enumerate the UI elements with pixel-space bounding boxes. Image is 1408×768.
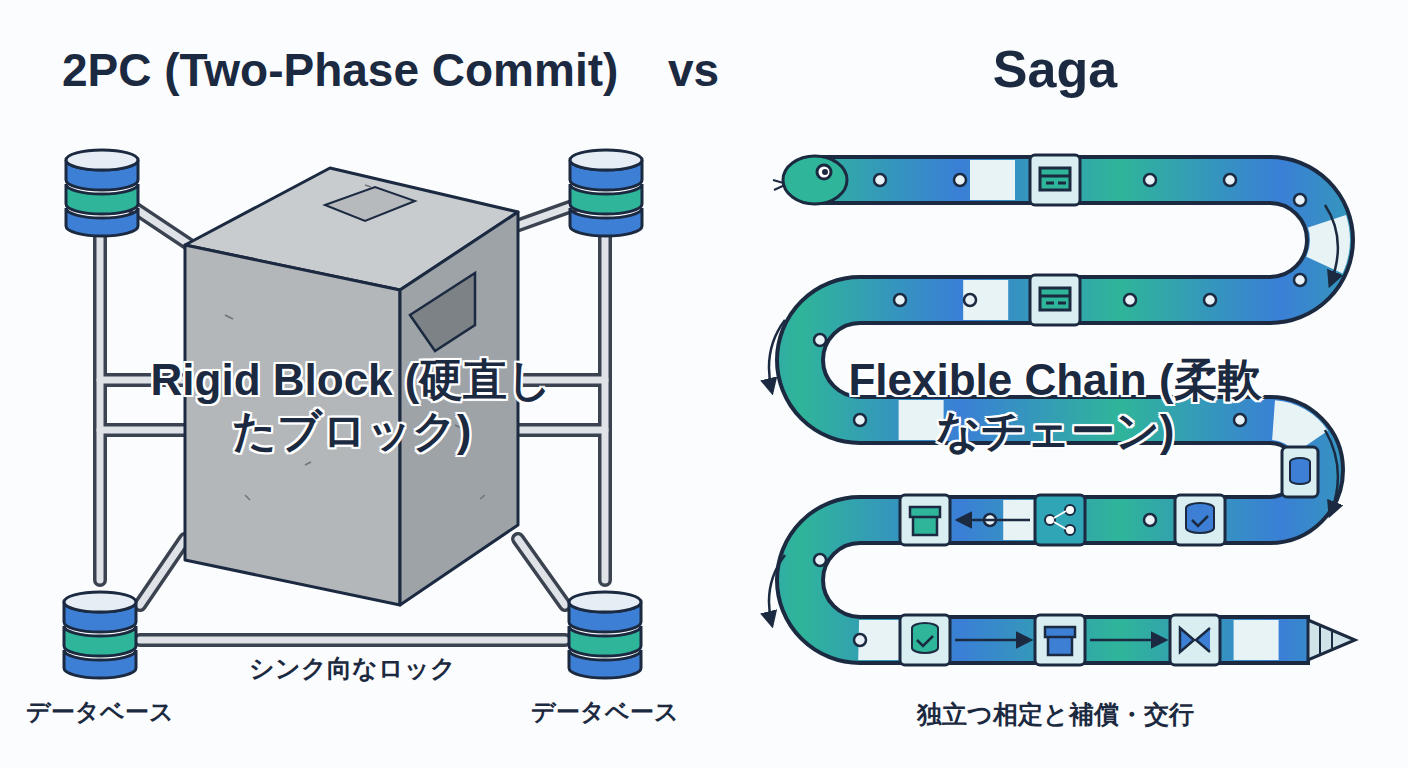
step-icon xyxy=(1040,168,1070,190)
step-icon xyxy=(1170,615,1220,665)
pipe xyxy=(97,230,104,580)
flow-arrow xyxy=(958,519,1030,522)
snake-head xyxy=(817,165,831,179)
pipe xyxy=(598,230,612,580)
chain-link xyxy=(1124,294,1136,306)
flow-arrow xyxy=(769,555,785,625)
heading: 2PC (Two-Phase Commit) xyxy=(62,44,662,97)
chain-link xyxy=(1234,414,1246,426)
step-icon xyxy=(1054,511,1066,529)
pipe xyxy=(505,427,605,434)
snake-head xyxy=(822,169,828,175)
flow-arrow xyxy=(769,205,1338,640)
pipe-outline xyxy=(140,633,565,647)
caption-note: 独立つ相定と補償・交行 xyxy=(820,700,1290,729)
heading: Saga xyxy=(955,40,1155,100)
step-icon xyxy=(910,507,940,535)
database-icon xyxy=(60,580,140,680)
step-icon xyxy=(1030,155,1080,205)
step-icon xyxy=(1065,525,1075,535)
pipe-inner xyxy=(140,637,565,644)
database-icon xyxy=(66,150,138,236)
edge-label: シンク向なロック xyxy=(249,654,456,683)
flow-arrow xyxy=(769,320,785,392)
chain-link xyxy=(874,174,886,186)
snake-head xyxy=(773,156,847,204)
database-node: データベース xyxy=(565,580,645,680)
chain-link xyxy=(894,294,906,306)
chain-link xyxy=(1144,514,1156,526)
flow-arrow xyxy=(1325,430,1338,515)
database-label: データベース xyxy=(10,698,190,726)
flow-arrow xyxy=(1325,205,1338,285)
step-icon xyxy=(1282,447,1318,497)
step-icon xyxy=(1030,275,1080,325)
block-label: Rigid Block (硬直したブロック) xyxy=(140,355,563,456)
flow-arrow xyxy=(1090,639,1165,642)
step-icon xyxy=(1192,516,1208,526)
saga-chain xyxy=(800,180,1330,640)
database-icon xyxy=(565,580,645,680)
saga-chain xyxy=(800,180,1330,640)
pipe-inner xyxy=(518,539,565,605)
pipe-outline xyxy=(140,539,185,605)
chain-link xyxy=(954,174,966,186)
step-icon xyxy=(917,636,933,646)
snake-tail xyxy=(1308,620,1355,660)
step-icon xyxy=(900,615,950,665)
saga-chain xyxy=(800,180,1330,640)
chain-link xyxy=(854,414,866,426)
step-icon xyxy=(912,623,938,653)
rigid-block: Rigid Block (硬直したブロック) xyxy=(185,165,518,605)
chain-link xyxy=(1144,174,1156,186)
database-label: データベース xyxy=(515,698,695,726)
saga-chain xyxy=(800,180,1330,640)
chain-link xyxy=(1204,294,1216,306)
step-icon xyxy=(1175,495,1225,545)
chain-link xyxy=(1294,274,1306,286)
pipe xyxy=(93,230,107,580)
chain-label: Flexible Chain (柔軟なチェーン) xyxy=(845,355,1265,456)
chain-link xyxy=(1224,174,1236,186)
block-notch xyxy=(325,187,415,221)
chain-link xyxy=(964,294,976,306)
database-icon xyxy=(64,592,136,678)
database-node: データベース xyxy=(60,580,140,680)
step-icon xyxy=(1045,515,1055,525)
chain-link xyxy=(814,174,1306,646)
step-icon xyxy=(1040,288,1070,310)
step-icon xyxy=(1065,505,1075,515)
snake-head xyxy=(783,156,847,204)
snake-tail xyxy=(1320,626,1332,654)
chain-link xyxy=(1294,194,1306,206)
pipe-connector xyxy=(140,539,185,605)
step-icon xyxy=(1045,627,1075,655)
chain-link xyxy=(814,334,826,346)
heading: vs xyxy=(668,44,748,97)
step-icon xyxy=(1035,495,1085,545)
snake-tail xyxy=(1308,620,1355,660)
pipe xyxy=(505,423,605,437)
database-icon xyxy=(569,592,641,678)
chain-link xyxy=(854,634,866,646)
step-icon xyxy=(1290,458,1310,484)
pipe-connector xyxy=(518,539,565,605)
pipe-inner xyxy=(140,539,185,605)
pipe-outline xyxy=(518,539,565,605)
step-icon xyxy=(900,495,950,545)
pipe xyxy=(602,230,609,580)
block-notch xyxy=(410,273,475,351)
database-icon xyxy=(570,150,642,236)
pipe-connector xyxy=(140,640,565,641)
step-icon xyxy=(1035,615,1085,665)
step-icon xyxy=(1180,628,1210,652)
step-icon xyxy=(1186,503,1214,533)
flow-arrow xyxy=(955,639,1030,642)
chain-link xyxy=(814,554,826,566)
